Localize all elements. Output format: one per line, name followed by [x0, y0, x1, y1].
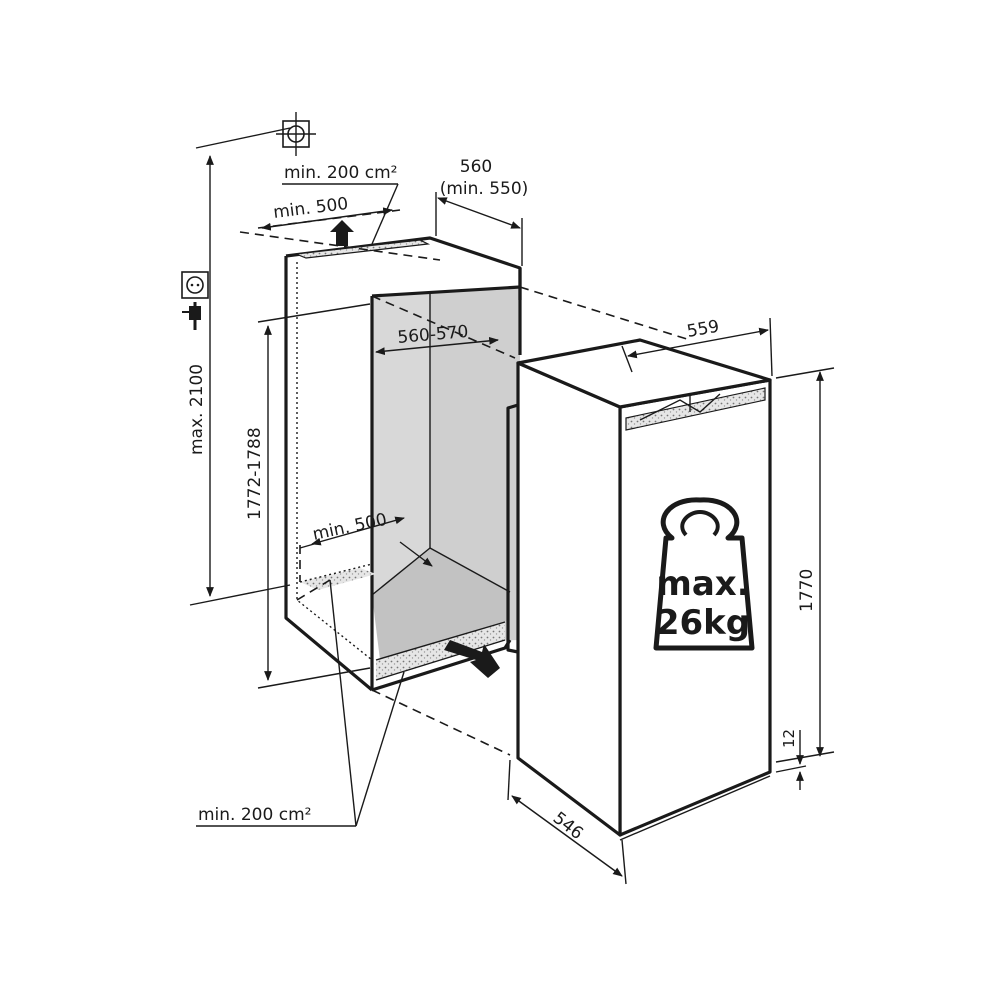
label-bottom-vent-area: min. 200 cm² — [198, 805, 311, 825]
weight-line2: 26kg — [656, 603, 750, 643]
crosshair-icon — [276, 112, 316, 156]
dim-niche-width: 560-570 — [375, 322, 499, 356]
label-niche-height: 1772-1788 — [245, 427, 265, 520]
dim-appliance-height: 1770 — [775, 367, 835, 763]
plinth-vent — [376, 622, 505, 680]
label-foot-height: 12 — [780, 729, 798, 748]
dim-top-depth: min. 500 — [261, 194, 393, 246]
label-appliance-height: 1770 — [797, 569, 817, 612]
dim-appliance-width: 559 — [621, 317, 773, 377]
socket-icon — [181, 271, 209, 299]
weight-line1: max. — [656, 564, 749, 604]
bottom-vent — [300, 568, 376, 590]
niche-floor — [372, 548, 510, 660]
appliance-side — [516, 361, 622, 837]
dim-bottom-vent: min. 200 cm² — [196, 579, 405, 827]
dim-niche-depth: 560 (min. 550) — [435, 157, 529, 266]
label-appliance-width: 559 — [685, 317, 720, 342]
label-appliance-depth: 546 — [549, 808, 587, 844]
weight-icon: max. 26kg — [653, 497, 755, 651]
niche — [284, 236, 522, 692]
label-top-vent-area: min. 200 cm² — [284, 163, 397, 183]
label-niche-depth-min: (min. 550) — [440, 179, 529, 199]
plug-icon — [182, 302, 201, 330]
arrow-in-icon — [444, 640, 500, 678]
arrow-up-icon — [330, 220, 354, 246]
appliance-top — [516, 338, 772, 409]
dim-foot-height: 12 — [775, 729, 807, 790]
dim-niche-height: 1772-1788 — [245, 303, 371, 689]
dim-max-height: max. 2100 — [187, 127, 291, 606]
label-niche-depth: 560 — [460, 157, 492, 177]
niche-back-wall — [430, 287, 520, 642]
label-max-height: max. 2100 — [187, 364, 207, 455]
